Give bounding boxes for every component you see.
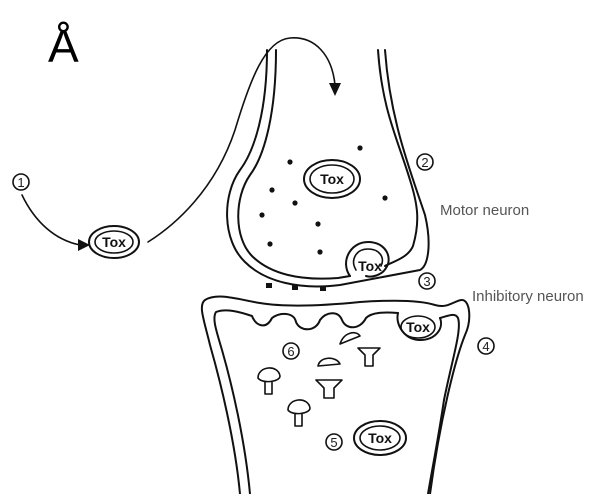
neurotransmitter-dot <box>317 249 322 254</box>
tox-label: Tox <box>358 258 382 274</box>
receptor-icon <box>340 333 360 344</box>
receptor-icon <box>316 358 342 398</box>
receptor-mark <box>320 286 326 291</box>
neurotransmitter-dot <box>259 212 264 217</box>
tox-label: Tox <box>406 319 430 335</box>
svg-text:4: 4 <box>482 339 489 354</box>
neurotransmitter-dot <box>292 200 297 205</box>
svg-text:5: 5 <box>330 435 337 450</box>
neurotransmitter-dot <box>382 195 387 200</box>
neurotransmitter-dot <box>269 187 274 192</box>
tox-label: Tox <box>368 430 392 446</box>
step-marker-6: 6 <box>283 343 299 359</box>
neurotransmitter-dot <box>315 221 320 226</box>
receptor-icon <box>358 348 380 366</box>
svg-text:6: 6 <box>287 344 294 359</box>
neurotransmitter-dot <box>267 241 272 246</box>
receptor-icon <box>258 368 280 394</box>
tox-label: Tox <box>320 171 344 187</box>
step-marker-5: 5 <box>326 434 342 450</box>
inhibitory-neuron-label: Inhibitory neuron <box>472 288 584 305</box>
arrowhead-down-icon <box>329 83 341 96</box>
transport-arrow-path <box>148 38 335 242</box>
svg-text:3: 3 <box>423 274 430 289</box>
step-marker-3: 3 <box>419 273 435 289</box>
motor-neuron-label: Motor neuron <box>440 202 529 219</box>
receptor-mark <box>292 285 298 290</box>
receptor-mark <box>266 283 272 288</box>
svg-text:1: 1 <box>17 175 24 190</box>
step-marker-1: 1 <box>13 174 29 190</box>
receptor-icon <box>288 400 310 426</box>
svg-text:2: 2 <box>421 155 428 170</box>
panel-label: Å <box>48 20 79 72</box>
motor-neuron-outer-membrane <box>227 50 429 286</box>
neurotransmitter-dot <box>287 159 292 164</box>
step1-arrow-path <box>22 195 80 245</box>
step-marker-2: 2 <box>417 154 433 170</box>
tox-label: Tox <box>102 234 126 250</box>
neurotransmitter-dot <box>357 145 362 150</box>
step-marker-4: 4 <box>478 338 494 354</box>
